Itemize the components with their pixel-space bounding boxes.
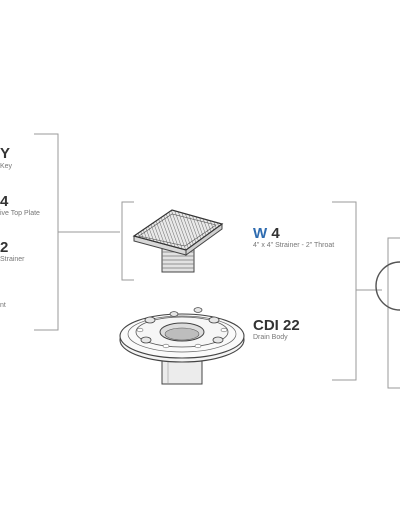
far-right-bracket <box>387 237 400 389</box>
strainer-illustration <box>132 209 224 273</box>
w4-code: W 4 <box>253 226 280 241</box>
drain-body-illustration <box>119 307 245 385</box>
w4-code-prefix: W <box>253 225 268 242</box>
w4-subtitle: 4" x 4" Strainer - 2" Throat <box>253 242 335 249</box>
right-bracket <box>332 201 357 381</box>
left-item1-code: Y <box>0 145 11 162</box>
left-item4-subtitle: nt <box>0 302 6 309</box>
w4-code-number: 4 <box>271 225 280 242</box>
left-item3-code: 2 <box>0 239 9 256</box>
left-bracket <box>34 133 59 331</box>
left-item1-subtitle: Key <box>0 163 13 170</box>
left-item2-code: 4 <box>0 193 9 210</box>
cdi22-subtitle: Drain Body <box>253 334 288 341</box>
left-item3-subtitle: Strainer <box>0 256 25 263</box>
partial-circle-icon <box>375 261 400 311</box>
cdi22-code: CDI 22 <box>253 317 300 334</box>
center-bracket <box>121 201 134 281</box>
left-item2-subtitle: ive Top Plate <box>0 210 40 217</box>
